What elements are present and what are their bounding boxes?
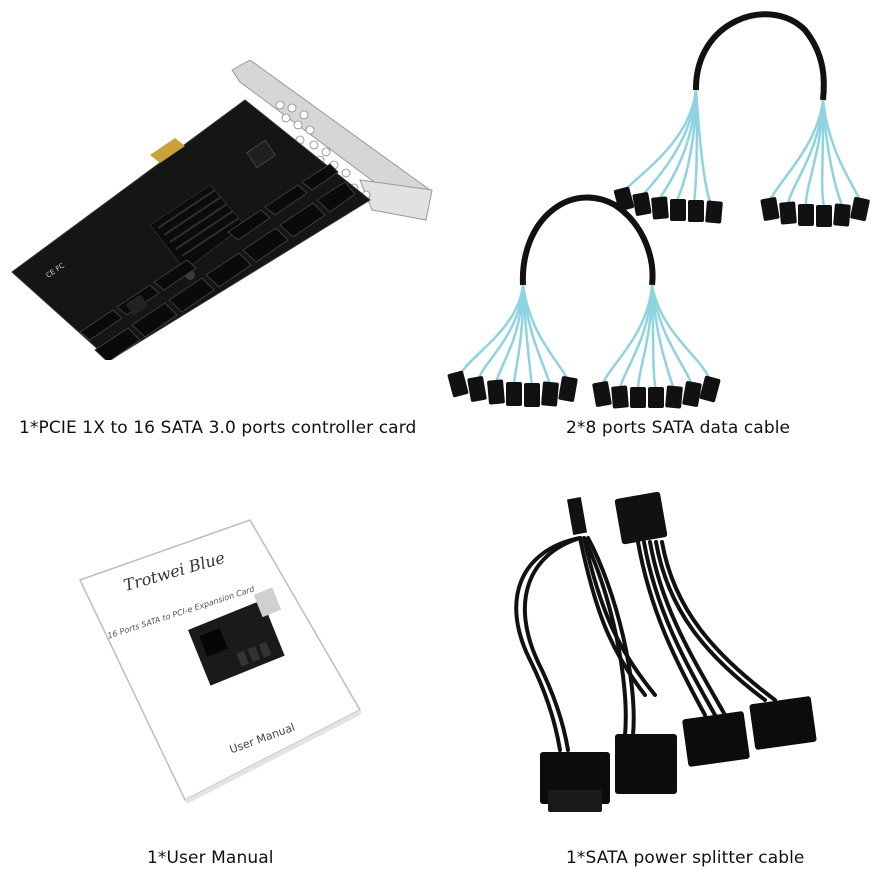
bracket	[231, 60, 433, 221]
caption-sata-data-cable: 2*8 ports SATA data cable	[566, 418, 791, 438]
pcie-card-image: CE FC	[0, 60, 440, 360]
caption-pcie-card: 1*PCIE 1X to 16 SATA 3.0 ports controlle…	[19, 418, 417, 438]
caption-power-splitter: 1*SATA power splitter cable	[566, 848, 805, 868]
power-splitter-image	[500, 490, 840, 830]
user-manual-image: Trotwei Blue 16 Ports SATA to PCI-e Expa…	[70, 510, 380, 810]
sata-cable-back	[613, 11, 870, 227]
caption-user-manual: 1*User Manual	[147, 848, 274, 868]
heatsink	[149, 184, 246, 280]
sata-cable-front	[447, 194, 721, 409]
sata-cables-image	[440, 0, 894, 410]
